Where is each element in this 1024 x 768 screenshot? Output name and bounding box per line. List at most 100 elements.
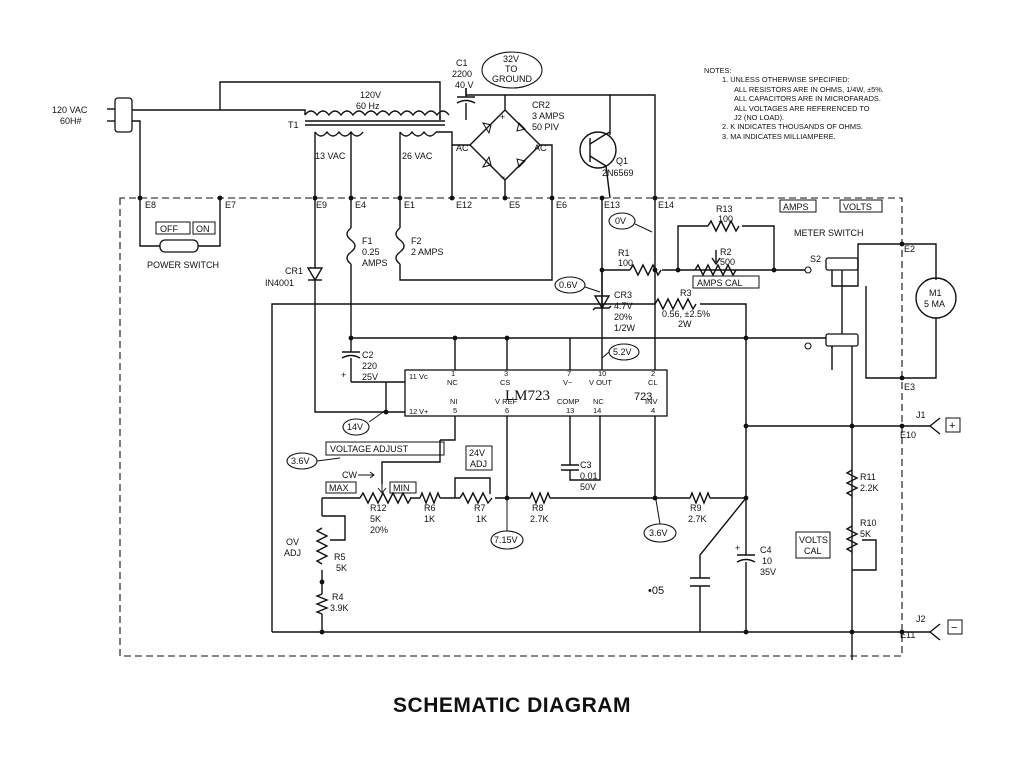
tp52v-label: 5.2V (613, 347, 632, 357)
c1-value: 2200 (452, 69, 472, 79)
r10-potentiometer (845, 525, 859, 553)
min-label: MIN (393, 483, 410, 493)
c1-ref: C1 (456, 58, 468, 68)
ic-pin13-num: 13 (566, 406, 574, 415)
r7-value: 1K (476, 514, 487, 524)
tp36a-label: 3.6V (291, 456, 310, 466)
transformer-tap1: 13 VAC (315, 151, 346, 161)
r2-value: 500 (720, 257, 735, 267)
r3-value: 0.56, ±2.5% (662, 309, 710, 319)
r8-value: 2.7K (530, 514, 549, 524)
tp32-line3: GROUND (492, 74, 532, 84)
meter-switch-label: METER SWITCH (794, 228, 864, 238)
capacitor-c4 (736, 554, 756, 563)
volts-label: VOLTS (843, 202, 872, 212)
left-return-wire (271, 270, 603, 632)
bridge-minus: − (500, 172, 505, 182)
tp32-line2: TO (505, 64, 517, 74)
chassis-outline (119, 197, 903, 657)
j1-box (945, 417, 961, 433)
q1-collector-wire (610, 94, 656, 198)
meter-m1 (915, 277, 957, 319)
volts-cal-line1: VOLTS (799, 535, 828, 545)
f2-ref: F2 (411, 236, 422, 246)
r8-ref: R8 (532, 503, 544, 513)
ic-pin14-name: NC (593, 397, 604, 406)
r12-ref: R12 (370, 503, 387, 513)
bridge-rating: 3 AMPS (532, 111, 565, 121)
f1-ref: F1 (362, 236, 373, 246)
terminal-e6: E6 (556, 200, 567, 210)
c1-voltage: 40 V (455, 80, 474, 90)
notes-heading: NOTES: (704, 66, 732, 75)
terminal-e2: E2 (904, 244, 915, 254)
r9-resistor (689, 491, 711, 505)
ic-top-pin-wires (454, 198, 656, 370)
q1-ref: Q1 (616, 156, 628, 166)
terminal-e13: E13 (604, 200, 620, 210)
r13-loop-wire (677, 225, 775, 270)
c3-ref: C3 (580, 460, 592, 470)
notes-line: 1. UNLESS OTHERWISE SPECIFIED: (722, 75, 850, 85)
tp0v-label: 0V (615, 216, 626, 226)
r3-resistor (654, 297, 697, 311)
r3-wire (602, 303, 747, 338)
added-capacitor (690, 577, 710, 587)
meter-wire (857, 243, 937, 379)
notes-line: 2. K INDICATES THOUSANDS OF OHMS. (722, 122, 863, 132)
terminal-e8: E8 (145, 200, 156, 210)
cr3-tol: 20% (614, 312, 632, 322)
j2-sign: − (951, 622, 957, 634)
f1-unit: AMPS (362, 258, 388, 268)
c2-plus: + (341, 370, 346, 380)
r1-value: 100 (618, 258, 633, 268)
capacitor-c3 (561, 416, 601, 481)
r6-ref: R6 (424, 503, 436, 513)
r5-value: 5K (336, 563, 347, 573)
ic-part: 723 (634, 391, 652, 403)
r7-potentiometer (459, 491, 493, 505)
fuse-f1 (346, 198, 356, 338)
amps-cal-box (692, 275, 760, 289)
r13-value: 100 (718, 214, 733, 224)
tp06v-label: 0.6V (559, 280, 578, 290)
f2-value: 2 AMPS (411, 247, 444, 257)
added-capacitor-wire (699, 497, 747, 632)
j1-sign: + (949, 420, 955, 432)
ic-pin7-name: V− (563, 378, 573, 387)
f1-value: 0.25 (362, 247, 380, 257)
adj-24v-box (465, 445, 493, 471)
r1-resistor (629, 263, 662, 277)
c4-ref: C4 (760, 545, 772, 555)
c2-ref: C2 (362, 350, 374, 360)
r9-value: 2.7K (688, 514, 707, 524)
s2-label: S2 (810, 254, 821, 264)
c3-value: 0.01 (580, 471, 598, 481)
switch-on-label: ON (196, 224, 210, 234)
test-point-32v (481, 51, 543, 89)
test-point-14v (342, 418, 370, 436)
max-label: MAX (329, 483, 349, 493)
ic-pin1-num: 1 (451, 369, 455, 378)
r4-value: 3.9K (330, 603, 349, 613)
ic-pin6-name: V REF (495, 397, 518, 406)
terminal-e11: E11 (900, 630, 915, 640)
ic-pin12-num: 12 (409, 407, 417, 416)
q1-part: 2N6569 (602, 168, 634, 178)
transformer-t1 (220, 109, 450, 137)
terminal-e3: E3 (904, 382, 915, 392)
ic-pin12-name: V+ (419, 407, 429, 416)
meter-switch-s2 (804, 257, 859, 660)
r6-resistor (419, 491, 441, 505)
r6-value: 1K (424, 514, 435, 524)
power-switch-label: POWER SWITCH (147, 260, 219, 270)
ic-pin10-name: V OUT (589, 378, 612, 387)
c2-value: 220 (362, 361, 377, 371)
j1-label: J1 (916, 410, 926, 420)
meter-ref: M1 (929, 288, 942, 298)
ac-plug (107, 97, 133, 133)
meter-range: 5 MA (924, 299, 945, 309)
r2-ref: R2 (720, 247, 732, 257)
ic-pin4-name: INV (645, 397, 658, 406)
